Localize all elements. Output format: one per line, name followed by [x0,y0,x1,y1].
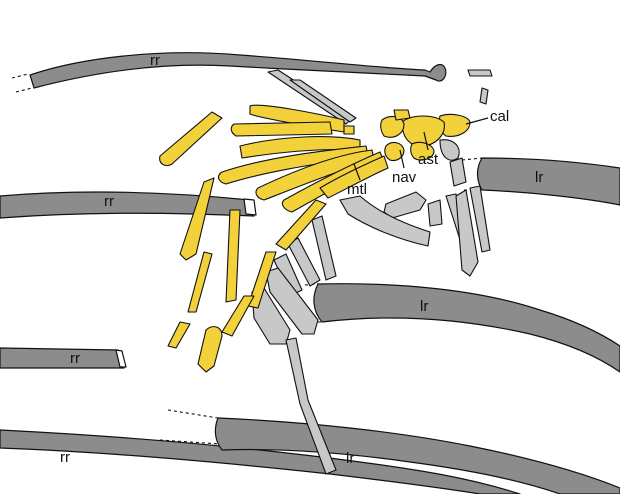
bone-grey-7 [383,191,427,219]
bone-grey-18 [285,337,337,475]
leader-cal [465,117,489,125]
label-mtl: mtl [347,181,367,198]
bone-grey-4 [479,87,489,105]
label-lr-middle: lr [420,298,428,315]
bone-yellow-15 [275,199,327,251]
label-rr-middle: rr [104,193,114,210]
rib-rr-top-dash [11,73,33,93]
rib-rr-lower-end [115,349,127,368]
bone-yellow-9 [319,155,389,199]
bone-yellow-14 [247,251,277,309]
leader-lines [353,117,489,181]
bone-grey-13 [311,215,337,281]
label-lr-upper: lr [535,169,543,186]
label-rr-top: rr [150,52,160,69]
bone-yellow-4 [343,125,355,135]
bone-yellow-10 [179,177,215,261]
leader-mtl [353,163,361,181]
label-lr-lower: lr [346,450,354,467]
bone-yellow-tarsal-b [393,109,411,121]
bone-grey-3 [467,69,493,77]
rib-rr-top [29,52,447,89]
label-rr-bottom: rr [60,449,70,466]
rib-rr-middle [0,191,255,219]
bone-grey-16 [265,267,319,335]
bone-yellow-3 [230,121,333,137]
label-ast: ast [418,151,439,168]
bone-grey-5 [439,139,460,161]
label-rr-lower: rr [70,350,80,367]
rib-lr-upper [476,157,620,206]
bone-grey-6 [449,157,467,187]
bone-grey-2 [289,79,357,123]
leader-nav [399,149,405,169]
bone-yellow-11 [225,209,241,303]
bone-yellow-1 [159,111,223,167]
rib-rr-bottom [0,429,521,494]
label-nav: nav [392,169,417,186]
leader-ast [423,131,429,151]
rib-lr-lower-dash [159,409,221,445]
rib-rr-lower [0,347,125,369]
bone-grey-9 [427,199,443,227]
labels: rr rr rr rr lr lr lr cal ast nav mtl [60,52,543,467]
label-cal: cal [490,108,509,125]
tarsal-bones [159,104,471,373]
bone-yellow-12 [187,251,213,313]
bone-yellow-16 [221,295,255,337]
bone-yellow-nav [384,141,405,162]
rib-rr-middle-end [243,198,257,216]
bone-grey-12 [469,185,491,253]
bone-yellow-ast [401,115,445,147]
bone-yellow-13 [167,321,191,349]
bone-yellow-5 [239,136,361,159]
bone-grey-11 [455,189,479,277]
rib-lr-middle [313,283,620,373]
bone-grey-8 [339,195,431,247]
bone-yellow-17 [197,326,223,373]
light-bones [251,69,493,475]
